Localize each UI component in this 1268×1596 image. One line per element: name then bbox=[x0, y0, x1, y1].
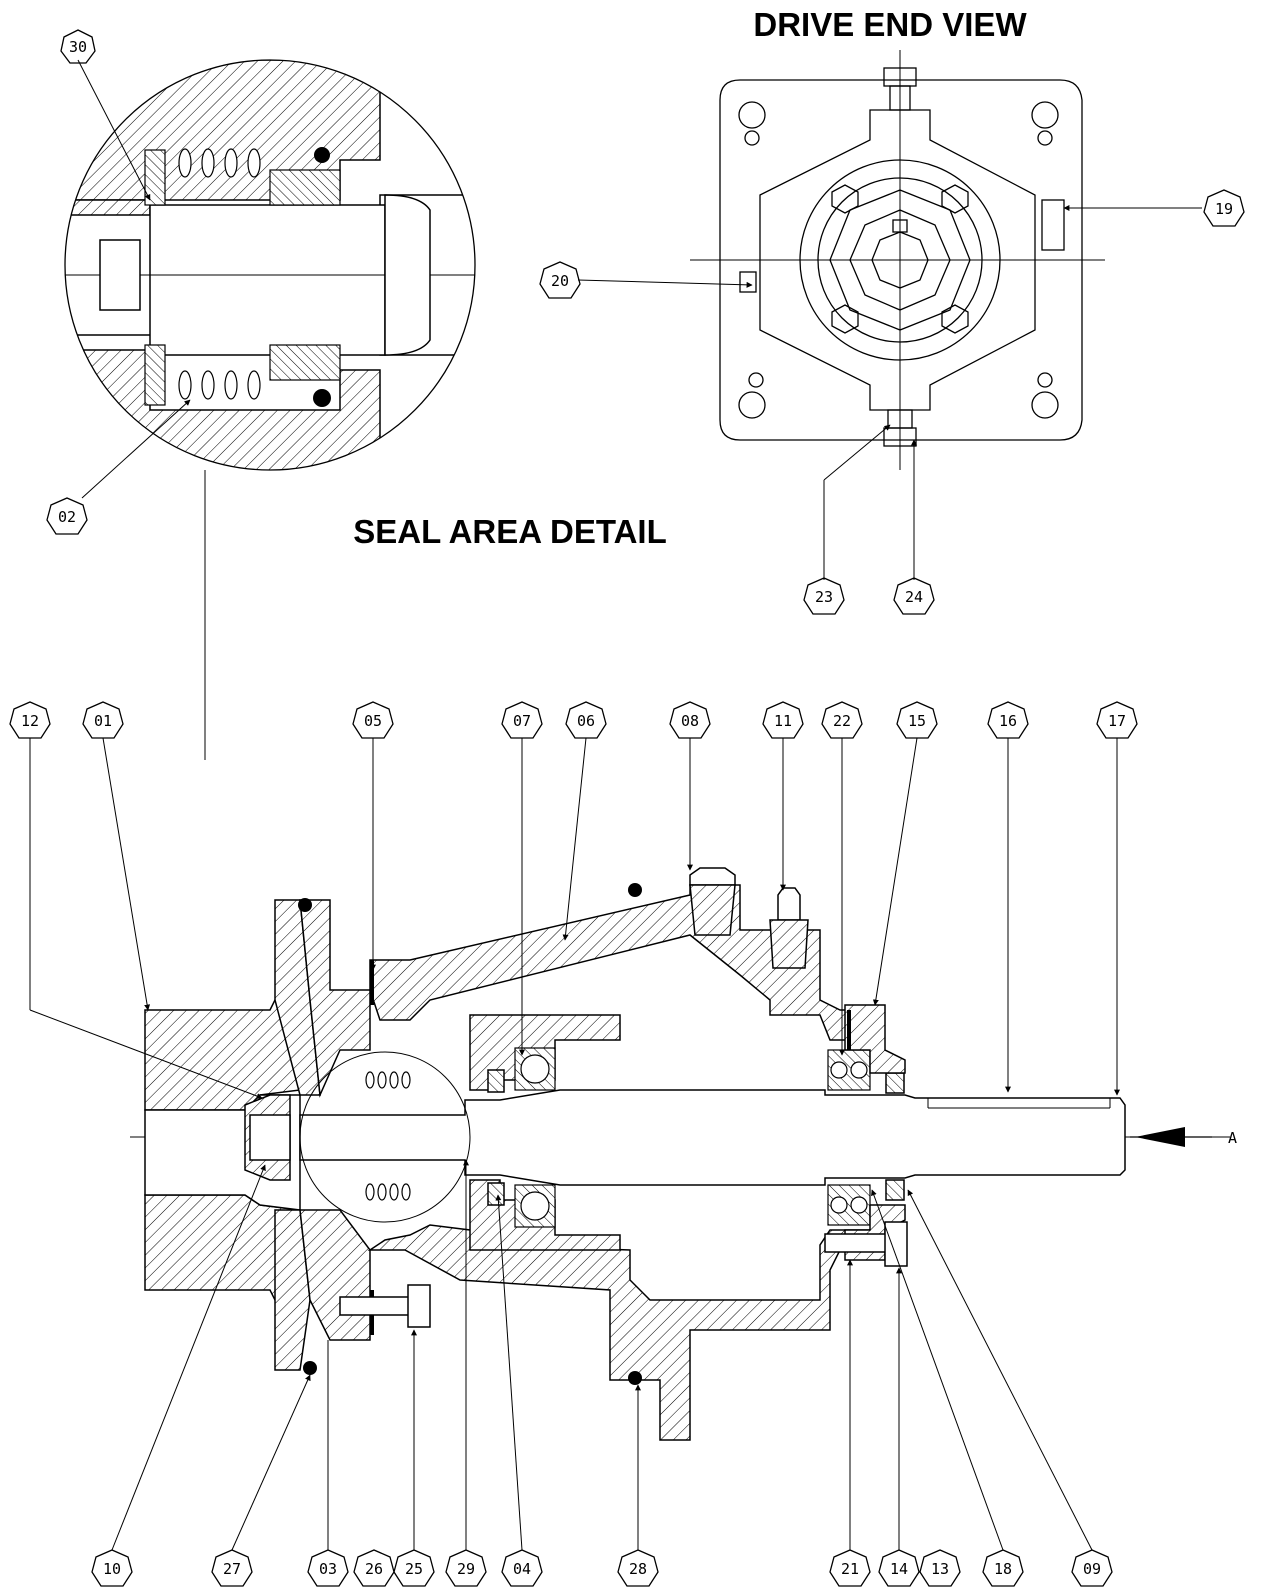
balloon-01: 01 bbox=[82, 701, 124, 739]
balloon-17: 17 bbox=[1096, 701, 1138, 739]
balloon-16-label: 16 bbox=[999, 712, 1017, 730]
balloon-21: 21 bbox=[829, 1549, 871, 1587]
balloon-27-label: 27 bbox=[223, 1560, 241, 1578]
balloon-22: 22 bbox=[821, 701, 863, 739]
seal-area-detail-title: SEAL AREA DETAIL bbox=[353, 513, 667, 550]
balloon-15: 15 bbox=[896, 701, 938, 739]
balloon-25: 25 bbox=[393, 1549, 435, 1587]
drive-end-view-title: DRIVE END VIEW bbox=[753, 6, 1027, 43]
balloon-12-label: 12 bbox=[21, 712, 39, 730]
balloon-03-label: 03 bbox=[319, 1560, 337, 1578]
balloon-13: 13 bbox=[919, 1549, 961, 1587]
seal-area-detail-view bbox=[64, 59, 476, 760]
balloon-11-label: 11 bbox=[774, 712, 792, 730]
balloon-07-label: 07 bbox=[513, 712, 531, 730]
balloon-28: 28 bbox=[617, 1549, 659, 1587]
balloon-08: 08 bbox=[669, 701, 711, 739]
balloon-10: 10 bbox=[91, 1549, 133, 1587]
balloon-02-label: 02 bbox=[58, 508, 76, 526]
main-seal-springs bbox=[365, 1071, 411, 1201]
balloon-16: 16 bbox=[987, 701, 1029, 739]
drive-end-view bbox=[690, 50, 1105, 470]
balloon-25-label: 25 bbox=[405, 1560, 423, 1578]
view-arrow-a-label: A bbox=[1228, 1129, 1237, 1147]
balloon-05: 05 bbox=[352, 701, 394, 739]
balloon-06: 06 bbox=[565, 701, 607, 739]
balloon-13-label: 13 bbox=[931, 1560, 949, 1578]
balloon-30: 30 bbox=[60, 29, 96, 64]
balloon-26: 26 bbox=[353, 1549, 395, 1587]
balloon-24: 24 bbox=[893, 577, 935, 615]
balloon-18: 18 bbox=[982, 1549, 1024, 1587]
balloon-05-label: 05 bbox=[364, 712, 382, 730]
balloon-14-label: 14 bbox=[890, 1560, 908, 1578]
leader-lines bbox=[29, 59, 1202, 1551]
seal-spring-lower bbox=[178, 370, 261, 400]
balloon-09-label: 09 bbox=[1083, 1560, 1101, 1578]
balloon-22-label: 22 bbox=[833, 712, 851, 730]
balloon-11: 11 bbox=[762, 701, 804, 739]
balloon-08-label: 08 bbox=[681, 712, 699, 730]
balloon-15-label: 15 bbox=[908, 712, 926, 730]
balloon-17-label: 17 bbox=[1108, 712, 1126, 730]
balloon-29: 29 bbox=[445, 1549, 487, 1587]
main-section-view: A bbox=[130, 867, 1237, 1441]
balloon-19: 19 bbox=[1203, 189, 1245, 227]
balloon-27: 27 bbox=[211, 1549, 253, 1587]
balloon-02: 02 bbox=[46, 497, 88, 535]
balloon-20: 20 bbox=[539, 261, 581, 299]
balloon-09: 09 bbox=[1071, 1549, 1113, 1587]
balloon-06-label: 06 bbox=[577, 712, 595, 730]
balloon-20-label: 20 bbox=[551, 272, 569, 290]
balloon-03: 03 bbox=[307, 1549, 349, 1587]
seal-spring-upper bbox=[178, 148, 261, 178]
balloon-04: 04 bbox=[501, 1549, 543, 1587]
balloon-30-label: 30 bbox=[69, 38, 87, 56]
balloon-29-label: 29 bbox=[457, 1560, 475, 1578]
balloon-26-label: 26 bbox=[365, 1560, 383, 1578]
balloon-04-label: 04 bbox=[513, 1560, 531, 1578]
balloon-01-label: 01 bbox=[94, 712, 112, 730]
balloon-19-label: 19 bbox=[1215, 200, 1233, 218]
balloon-12: 12 bbox=[9, 701, 51, 739]
balloon-23-label: 23 bbox=[815, 588, 833, 606]
balloon-28-label: 28 bbox=[629, 1560, 647, 1578]
balloon-10-label: 10 bbox=[103, 1560, 121, 1578]
balloon-07: 07 bbox=[501, 701, 543, 739]
outer-bearing-22 bbox=[827, 1049, 871, 1226]
balloon-24-label: 24 bbox=[905, 588, 923, 606]
balloon-14: 14 bbox=[878, 1549, 920, 1587]
balloon-18-label: 18 bbox=[994, 1560, 1012, 1578]
balloon-23: 23 bbox=[803, 577, 845, 615]
balloon-21-label: 21 bbox=[841, 1560, 859, 1578]
